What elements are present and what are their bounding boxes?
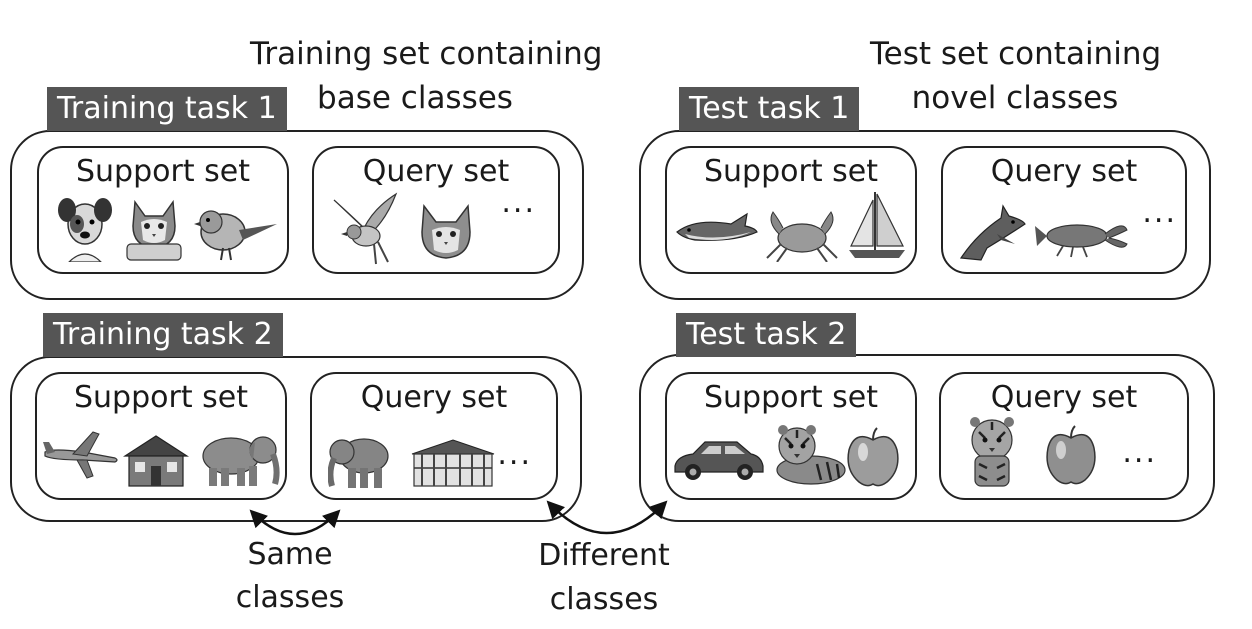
query-set-title: Query set [362,154,510,189]
dog-icon [58,198,112,262]
test-task-2-support-set: Support set [665,372,917,500]
sailboat-icon [849,192,905,258]
apple-icon [1046,425,1096,485]
training-task-1-support-set: Support set [37,146,289,274]
tiger-icon [970,417,1014,487]
shark-icon [959,204,1026,261]
tiger-icon [776,425,846,485]
test-task-1-tab: Test task 1 [679,87,860,131]
query-images [953,190,1175,262]
airplane-icon [43,431,118,479]
different-classes-label-line1: Different [538,538,670,573]
mansion-icon [411,439,495,487]
training-task-2-tab: Training task 2 [43,313,283,357]
query-images [951,416,1177,488]
crab-icon [766,211,838,262]
cat-icon [421,203,471,259]
query-set-title: Query set [990,154,1138,189]
more-ellipsis: ... [1122,435,1157,470]
bird-icon [333,192,398,265]
cat-icon [126,199,182,261]
shark-icon [676,212,758,241]
training-task-1-tab: Training task 1 [47,87,287,131]
query-set-title: Query set [360,380,508,415]
elephant-icon [202,436,280,486]
different-classes-label-line2: classes [549,582,659,617]
support-images [674,416,905,488]
test-set-heading-line1: Test set containing [870,36,1162,72]
support-set-title: Support set [76,154,250,189]
same-classes-label-line2: classes [235,580,345,615]
support-set-title: Support set [704,154,878,189]
support-images [676,190,905,262]
training-task-2-query-set: Query set ... [310,372,558,500]
support-set-title: Support set [704,380,878,415]
test-task-2-tab: Test task 2 [676,313,857,357]
more-ellipsis: ... [1142,195,1177,230]
test-task-2-query-set: Query set ... [939,372,1189,500]
same-classes-label-line1: Same [247,537,333,572]
query-images [324,190,548,265]
support-images [43,416,280,488]
support-images [49,190,277,262]
training-task-2-support-set: Support set [35,372,287,500]
training-set-heading-line2: base classes [317,80,513,116]
elephant-icon [328,438,389,488]
more-ellipsis: ... [497,437,532,472]
more-ellipsis: ... [501,185,536,220]
support-set-title: Support set [74,380,248,415]
house-icon [123,435,189,487]
query-set-title: Query set [990,380,1138,415]
test-task-1-support-set: Support set [665,146,917,274]
test-task-1-query-set: Query set ... [941,146,1187,274]
test-set-heading-line2: novel classes [911,80,1119,116]
bird-icon [194,210,277,261]
training-set-heading-line1: Training set containing [250,36,603,72]
query-images [322,416,546,488]
lobster-icon [1035,224,1128,258]
car-icon [674,441,764,480]
training-task-1-query-set: Query set ... [312,146,560,274]
apple-icon [847,427,899,487]
